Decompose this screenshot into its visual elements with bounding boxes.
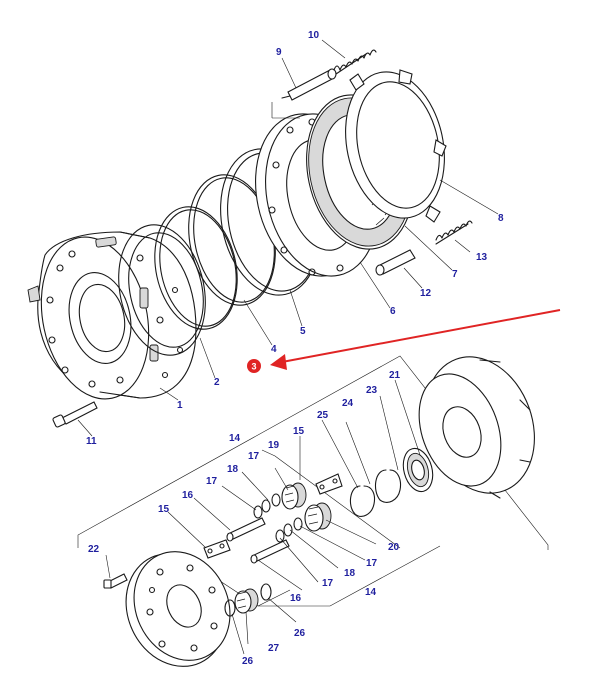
part-bearing xyxy=(402,447,434,493)
part-washer-17a xyxy=(271,493,281,507)
label-18-upper: 18 xyxy=(227,464,239,475)
part-sun-gear xyxy=(234,588,259,614)
label-8: 8 xyxy=(498,213,504,224)
label-17-d: 17 xyxy=(322,578,334,589)
label-23: 23 xyxy=(366,385,378,396)
label-17-b: 17 xyxy=(206,476,218,487)
part-piston-ring-2 xyxy=(118,224,206,356)
label-17-c: 17 xyxy=(366,558,378,569)
part-shaft-lower xyxy=(250,539,290,564)
label-15-upper: 15 xyxy=(293,426,305,437)
part-shaft-upper xyxy=(226,517,266,542)
highlight-badge: 3 xyxy=(247,359,261,373)
part-ring-26b xyxy=(260,583,272,601)
part-number-labels: 1 2 4 5 6 7 8 9 10 11 12 13 14 14 15 15 … xyxy=(86,30,504,667)
label-11: 11 xyxy=(86,436,97,447)
part-bolt-22 xyxy=(103,573,128,589)
label-12: 12 xyxy=(420,288,432,299)
part-ring-3 xyxy=(154,206,238,330)
label-5: 5 xyxy=(300,326,306,337)
label-20: 20 xyxy=(388,542,400,553)
part-spring-13 xyxy=(435,220,473,245)
part-shim-lower xyxy=(203,539,231,559)
part-cover-plate xyxy=(125,551,231,667)
label-26-left: 26 xyxy=(242,656,254,667)
label-2: 2 xyxy=(214,377,220,388)
callout-arrow xyxy=(270,309,561,370)
svg-text:3: 3 xyxy=(251,362,256,372)
part-pin-9 xyxy=(281,68,337,101)
part-snap-ring-24 xyxy=(374,469,402,503)
part-washer-17c xyxy=(293,517,303,531)
label-7: 7 xyxy=(452,269,458,280)
part-spring-10 xyxy=(333,49,377,75)
part-snap-ring-25 xyxy=(349,485,376,517)
label-17-a: 17 xyxy=(248,451,260,462)
part-separator-plate xyxy=(345,69,447,223)
part-ring-26a xyxy=(224,599,236,617)
label-18-lower: 18 xyxy=(344,568,356,579)
label-1: 1 xyxy=(177,400,183,411)
label-14-lower: 14 xyxy=(365,587,377,598)
part-planet-gear-upper xyxy=(281,482,307,510)
label-14-upper: 14 xyxy=(229,433,241,444)
label-9: 9 xyxy=(276,47,282,58)
label-19: 19 xyxy=(268,440,280,451)
label-24: 24 xyxy=(342,398,354,409)
part-washer-18a xyxy=(261,499,271,513)
label-25: 25 xyxy=(317,410,329,421)
part-bolt-11 xyxy=(52,401,98,428)
label-27: 27 xyxy=(268,643,280,654)
label-4: 4 xyxy=(271,344,277,355)
part-washer-17b xyxy=(253,505,263,519)
part-washer-17d xyxy=(275,529,285,543)
label-6: 6 xyxy=(390,306,396,317)
label-10: 10 xyxy=(308,30,320,41)
label-16-upper: 16 xyxy=(182,490,194,501)
part-planet-carrier xyxy=(418,356,535,499)
label-13: 13 xyxy=(476,252,488,263)
part-washer-18b xyxy=(283,523,293,537)
label-15-lower: 15 xyxy=(158,504,170,515)
part-housing xyxy=(27,231,197,400)
part-dowel-12 xyxy=(375,249,416,276)
label-22: 22 xyxy=(88,544,100,555)
part-planet-gear-lower xyxy=(304,502,332,532)
label-26-right: 26 xyxy=(294,628,306,639)
label-21: 21 xyxy=(389,370,401,381)
part-shim-upper xyxy=(315,473,343,495)
label-16-lower: 16 xyxy=(290,593,302,604)
leader-lines xyxy=(77,39,499,655)
